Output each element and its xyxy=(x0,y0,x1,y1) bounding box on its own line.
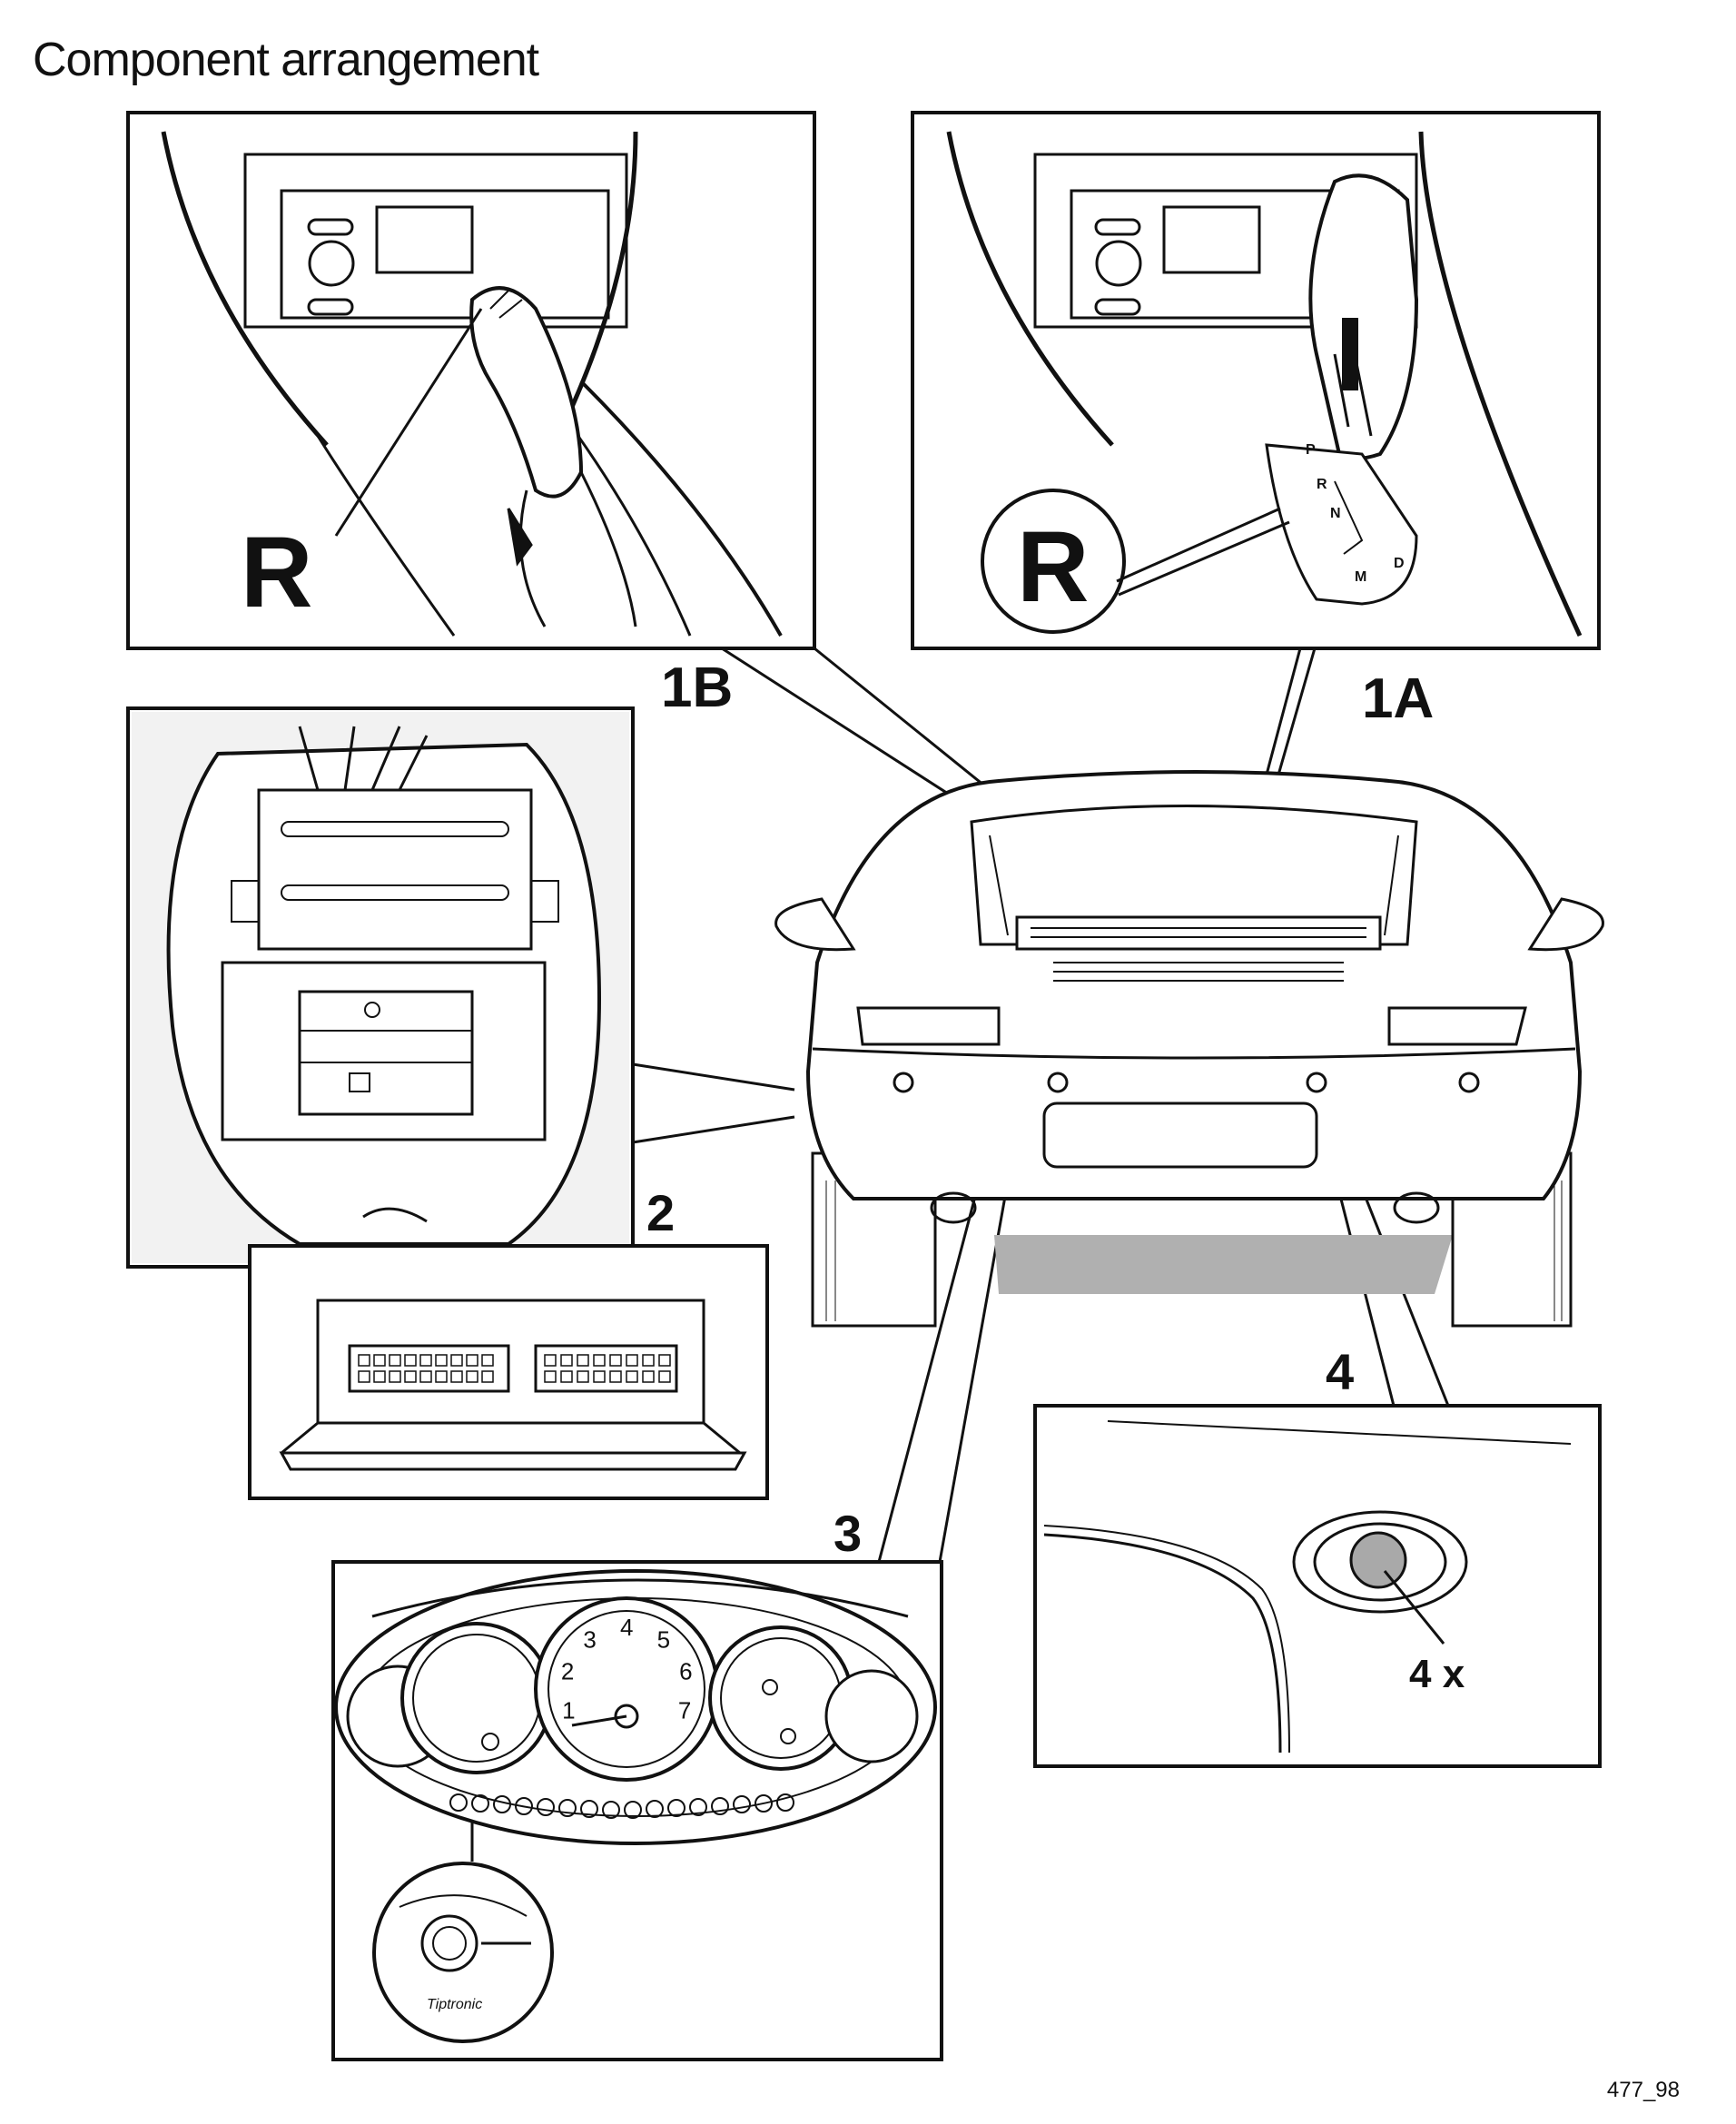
callout-1a: 1A xyxy=(1362,667,1434,730)
tachometer-number: 6 xyxy=(679,1658,692,1685)
tachometer-number: 7 xyxy=(678,1696,691,1724)
warning-light xyxy=(471,1794,489,1813)
warning-light xyxy=(449,1793,468,1812)
tachometer-number: 5 xyxy=(657,1626,670,1654)
tachometer-number: 4 xyxy=(620,1614,633,1641)
callout-3: 3 xyxy=(833,1505,862,1562)
gear-p: P xyxy=(1306,442,1316,458)
callout-2: 2 xyxy=(646,1184,675,1241)
warning-light xyxy=(755,1794,773,1813)
panel-4-mounting-point: 4 x xyxy=(1033,1404,1602,1768)
page-title: Component arrangement xyxy=(33,34,539,86)
tachometer-number: 2 xyxy=(561,1658,574,1685)
tachometer-number: 1 xyxy=(562,1696,575,1724)
warning-light xyxy=(515,1797,533,1815)
panel-1b-manual-shifter: R xyxy=(126,111,816,650)
warning-light xyxy=(580,1800,598,1818)
warning-light xyxy=(646,1800,664,1818)
warning-light xyxy=(624,1801,642,1819)
panel-1a-tiptronic-selector: P R N M D R xyxy=(911,111,1601,650)
warning-light xyxy=(733,1795,751,1813)
panel-2-control-unit-detail xyxy=(248,1244,769,1500)
callout-4x: 4 x xyxy=(1409,1652,1465,1696)
reverse-label-right: R xyxy=(1017,511,1089,623)
callout-1b: 1B xyxy=(661,657,733,719)
warning-light-row xyxy=(449,1793,794,1819)
warning-light xyxy=(537,1798,555,1816)
gear-r: R xyxy=(1317,477,1327,492)
warning-light xyxy=(602,1801,620,1819)
warning-light xyxy=(711,1797,729,1815)
warning-light xyxy=(558,1799,577,1817)
gear-m: M xyxy=(1355,569,1366,585)
gear-d: D xyxy=(1394,556,1405,571)
reverse-label-left: R xyxy=(241,517,312,628)
car-rear-view xyxy=(774,770,1604,1328)
tachometer-number: 3 xyxy=(583,1626,596,1654)
callout-4: 4 xyxy=(1326,1343,1354,1400)
warning-light xyxy=(493,1795,511,1813)
panel-2-control-unit: 2 xyxy=(126,706,675,1269)
warning-light xyxy=(776,1793,794,1812)
tiptronic-logo: Tiptronic xyxy=(427,1997,482,2012)
figure-id: 477_98 xyxy=(1606,2078,1680,2102)
warning-light xyxy=(667,1799,686,1817)
warning-light xyxy=(689,1798,707,1816)
gear-n: N xyxy=(1330,506,1341,521)
